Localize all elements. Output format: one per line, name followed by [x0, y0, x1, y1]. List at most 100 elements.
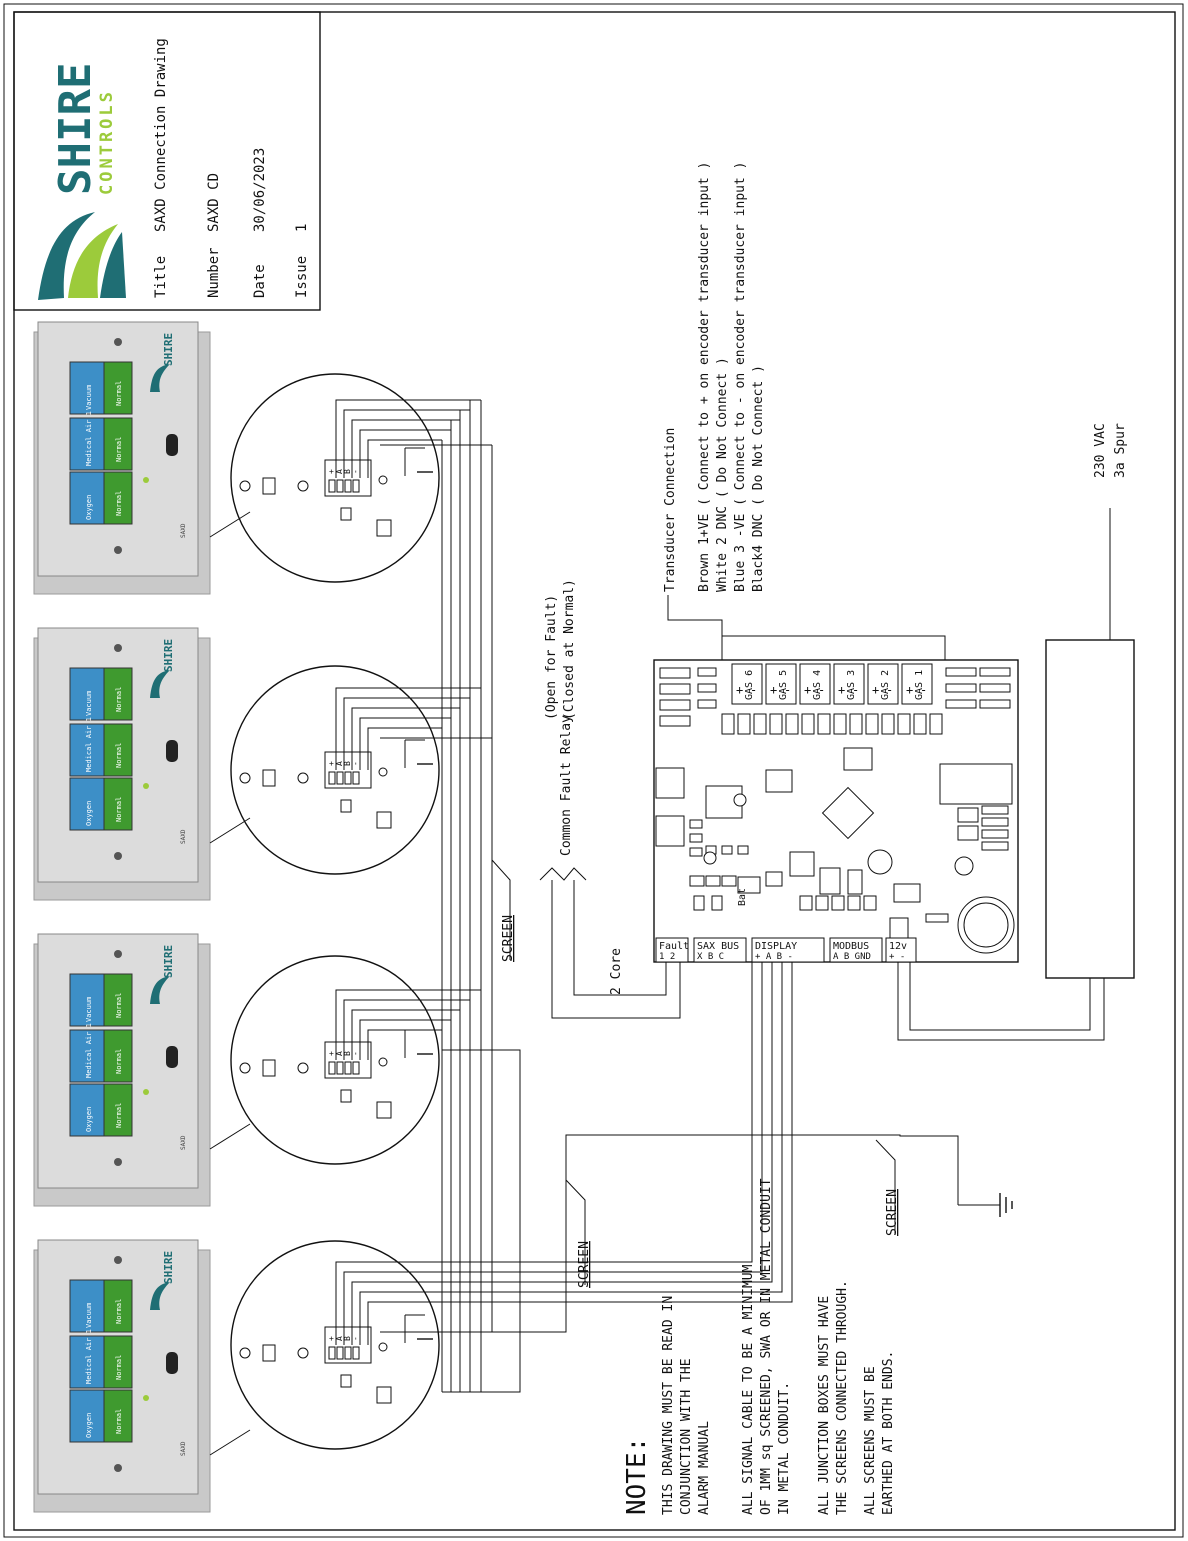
board-component — [705, 875, 721, 887]
terminal-pins: + - — [889, 952, 905, 962]
gas-status: Normal — [115, 1409, 123, 1434]
terminal-screw — [344, 1061, 352, 1075]
component — [262, 769, 276, 787]
gas-status-tile — [103, 1083, 133, 1137]
board-component — [849, 713, 863, 735]
gas-name: Oxygen — [85, 1413, 93, 1438]
gas-status: Normal — [115, 381, 123, 406]
number-label: Number — [206, 247, 222, 298]
component — [262, 1059, 276, 1077]
component — [262, 477, 276, 495]
board-component — [979, 683, 1011, 693]
gas-name: Vacuum — [85, 691, 93, 716]
panel-tag: SAXD — [180, 829, 187, 844]
terminal-label: A — [335, 1336, 344, 1341]
terminal-screw — [328, 1346, 336, 1360]
board-component — [981, 805, 1009, 815]
board-component — [659, 715, 691, 727]
board-component — [693, 895, 705, 911]
board-component — [721, 845, 733, 855]
terminal-screw — [336, 1346, 344, 1360]
board-component — [785, 713, 799, 735]
board-component — [957, 807, 979, 823]
board-component — [721, 875, 737, 887]
brand-top: SHIRE — [50, 63, 101, 195]
terminal-label: - — [351, 469, 360, 474]
gas-terminal — [901, 663, 933, 705]
mute-button[interactable] — [166, 1352, 178, 1374]
board-component — [979, 699, 1011, 709]
terminal-screw — [336, 771, 344, 785]
board-component — [711, 895, 723, 911]
gas-name-tile — [69, 973, 105, 1027]
power-led — [143, 1089, 149, 1095]
screw-icon — [114, 1158, 122, 1166]
gas-name: Medical Air 1 — [85, 717, 93, 772]
board-component — [945, 683, 977, 693]
note-line: ALL SCREENS MUST BE — [863, 1366, 878, 1515]
gas-status-tile — [103, 1389, 133, 1443]
terminal-screw — [344, 1346, 352, 1360]
transducer-notes: Transducer Connection Brown 1+VE ( Conne… — [663, 162, 766, 592]
gas-terminal — [731, 663, 763, 705]
panel-brand: SHIRE — [162, 639, 175, 672]
terminal-label: + — [327, 469, 336, 474]
board-component — [659, 667, 691, 679]
notes-heading: NOTE: — [622, 1437, 652, 1515]
terminal-screw — [352, 1346, 360, 1360]
mute-button[interactable] — [166, 434, 178, 456]
jumper — [340, 507, 352, 521]
terminal-screw — [328, 479, 336, 493]
screw-icon — [114, 644, 122, 652]
terminal-box — [829, 937, 883, 963]
gas-name: Vacuum — [85, 1303, 93, 1328]
gas-name: Oxygen — [85, 801, 93, 826]
capacitor — [954, 856, 974, 876]
mute-button[interactable] — [166, 740, 178, 762]
mount-hole — [378, 1342, 388, 1352]
mute-button[interactable] — [166, 1046, 178, 1068]
panel-brand: SHIRE — [162, 333, 175, 366]
board-component — [815, 895, 829, 911]
mount-hole — [297, 480, 309, 492]
minus-sign: - — [818, 683, 825, 697]
gas-status: Normal — [115, 743, 123, 768]
minus-sign: - — [750, 683, 757, 697]
issue-value: 1 — [294, 224, 310, 232]
note-line: ALL SIGNAL CABLE TO BE A MINIMUM — [741, 1264, 756, 1515]
gas-name-tile — [69, 1029, 105, 1083]
mount-hole — [297, 772, 309, 784]
board-component — [981, 841, 1009, 851]
header — [376, 811, 392, 829]
panel-tag: SAXD — [180, 1135, 187, 1150]
terminal-label: + — [327, 1336, 336, 1341]
gas-name: Medical Air 1 — [85, 1023, 93, 1078]
board-component — [945, 699, 977, 709]
board-component — [737, 845, 749, 855]
transducer-line-2: White 2 DNC ( Do Not Connect ) — [715, 357, 730, 592]
terminal-name: SAX BUS — [697, 941, 739, 952]
minus-sign: - — [852, 683, 859, 697]
board-component — [659, 699, 691, 711]
board-component — [881, 713, 895, 735]
panel-brand: SHIRE — [162, 1251, 175, 1284]
board-component — [697, 683, 717, 693]
terminal-screw — [352, 1061, 360, 1075]
gas-name: Vacuum — [85, 997, 93, 1022]
header — [376, 1101, 392, 1119]
earth-wire — [404, 447, 425, 476]
screen-label-2: SCREEN — [577, 1241, 592, 1288]
terminal-label: - — [351, 761, 360, 766]
terminal-box — [655, 937, 689, 963]
mount-hole — [297, 1347, 309, 1359]
mount-hole — [239, 1062, 251, 1074]
